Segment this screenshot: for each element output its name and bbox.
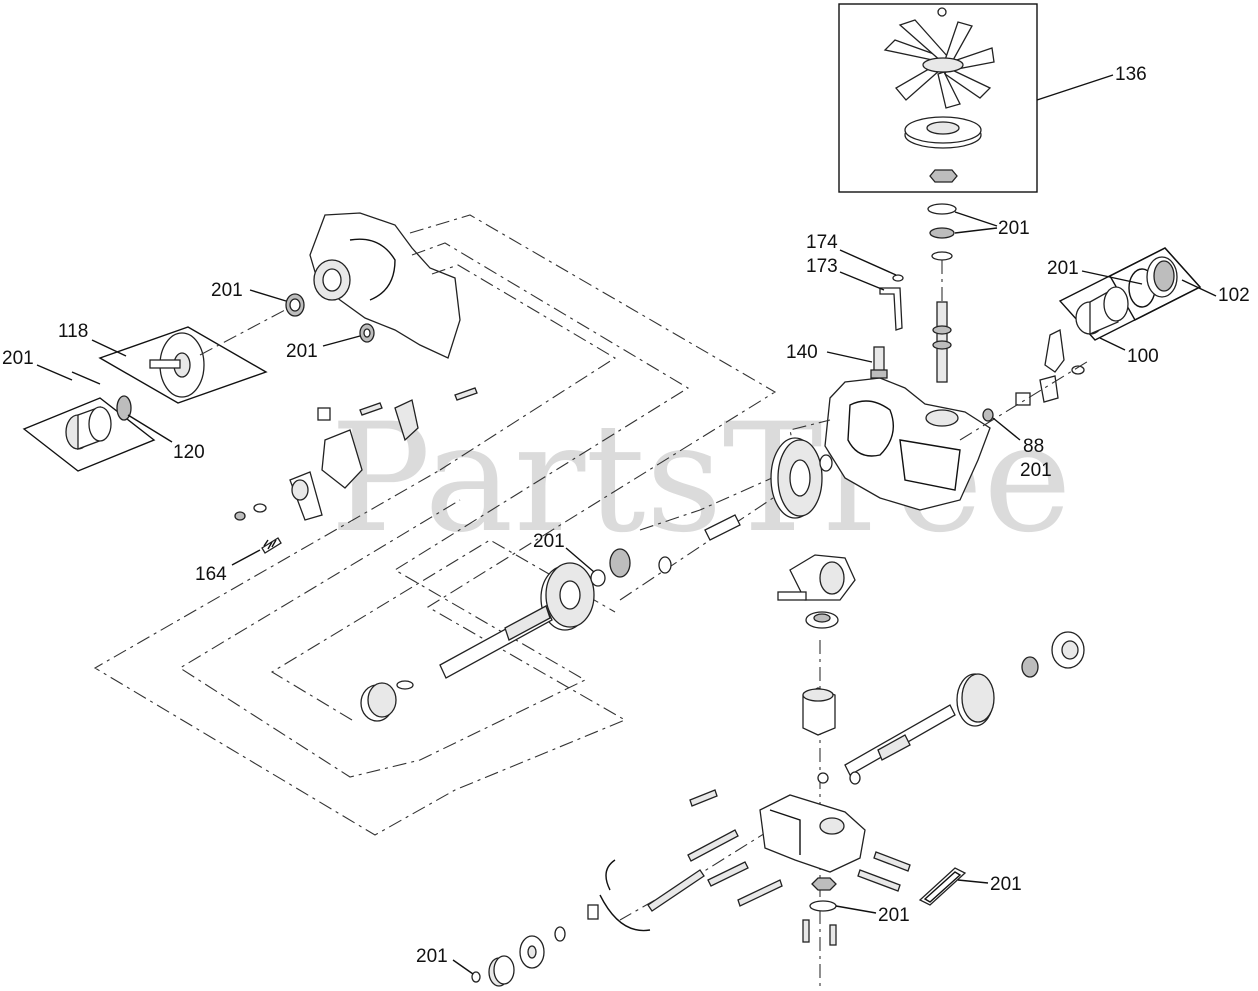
callout-201-plug[interactable]: 201 [878,905,910,926]
brake-components [234,407,363,521]
wheel-hub-assembly[interactable]: 118 201 120 [2,321,268,472]
output-gear-shaft[interactable] [360,548,672,722]
callout-102[interactable]: 102 [1218,285,1250,306]
hub-icon [149,332,205,398]
callout-201-hub[interactable]: 201 [2,348,34,369]
large-gear[interactable] [770,437,833,519]
motor-shaft-gearing[interactable] [817,631,1085,785]
callout-120[interactable]: 120 [173,442,205,463]
housing-bolts [359,387,478,442]
lower-bolts-fittings [587,789,911,946]
pinion-and-washers[interactable]: 201 [416,926,566,987]
callout-201-filter[interactable]: 201 [1047,258,1079,279]
bearing-icon [116,395,132,421]
spring[interactable]: 164 [195,537,282,585]
filter-gasket[interactable]: 201 [918,867,1022,906]
callout-140[interactable]: 140 [786,342,818,363]
control-lever-parts [959,329,1091,441]
fan-icon [883,19,995,109]
pin-icon [704,514,741,541]
callout-201-pinion[interactable]: 201 [416,946,448,967]
callout-201-top[interactable]: 201 [998,218,1030,239]
callout-100[interactable]: 100 [1127,346,1159,367]
callout-201-gear[interactable]: 201 [533,531,565,552]
drain-plug-seal[interactable]: 201 [809,877,910,926]
callout-118[interactable]: 118 [58,321,88,342]
callout-136[interactable]: 136 [1115,64,1147,85]
bracket-and-pin[interactable]: 174 173 [806,232,904,331]
breather-fitting[interactable]: 140 [786,342,888,379]
center-section[interactable] [759,794,866,873]
callout-174[interactable]: 174 [806,232,838,253]
differential-assembly[interactable] [777,554,856,629]
nut-icon [929,169,958,183]
callout-201-88[interactable]: 201 [1020,460,1052,481]
filter-icon [1075,286,1129,335]
callout-201-seal-b[interactable]: 201 [286,341,318,362]
filter-cap-icon [1146,256,1178,298]
callout-173[interactable]: 173 [806,256,838,277]
input-shaft-seals [927,203,957,383]
cover-icon [65,406,112,450]
fan-pulley-kit[interactable]: 136 [838,3,1147,193]
housing-seals [285,293,375,343]
motor-block[interactable] [802,687,836,736]
callout-201-seal-a[interactable]: 201 [211,280,243,301]
callout-88[interactable]: 88 [1023,436,1044,457]
filter-assembly[interactable]: 201 102 100 [1047,247,1250,367]
upper-housing-half[interactable] [309,212,461,359]
pulley-icon [904,116,982,149]
callout-201-gasket[interactable]: 201 [990,874,1022,895]
transaxle-housing[interactable] [824,377,991,511]
callout-164[interactable]: 164 [195,564,227,585]
